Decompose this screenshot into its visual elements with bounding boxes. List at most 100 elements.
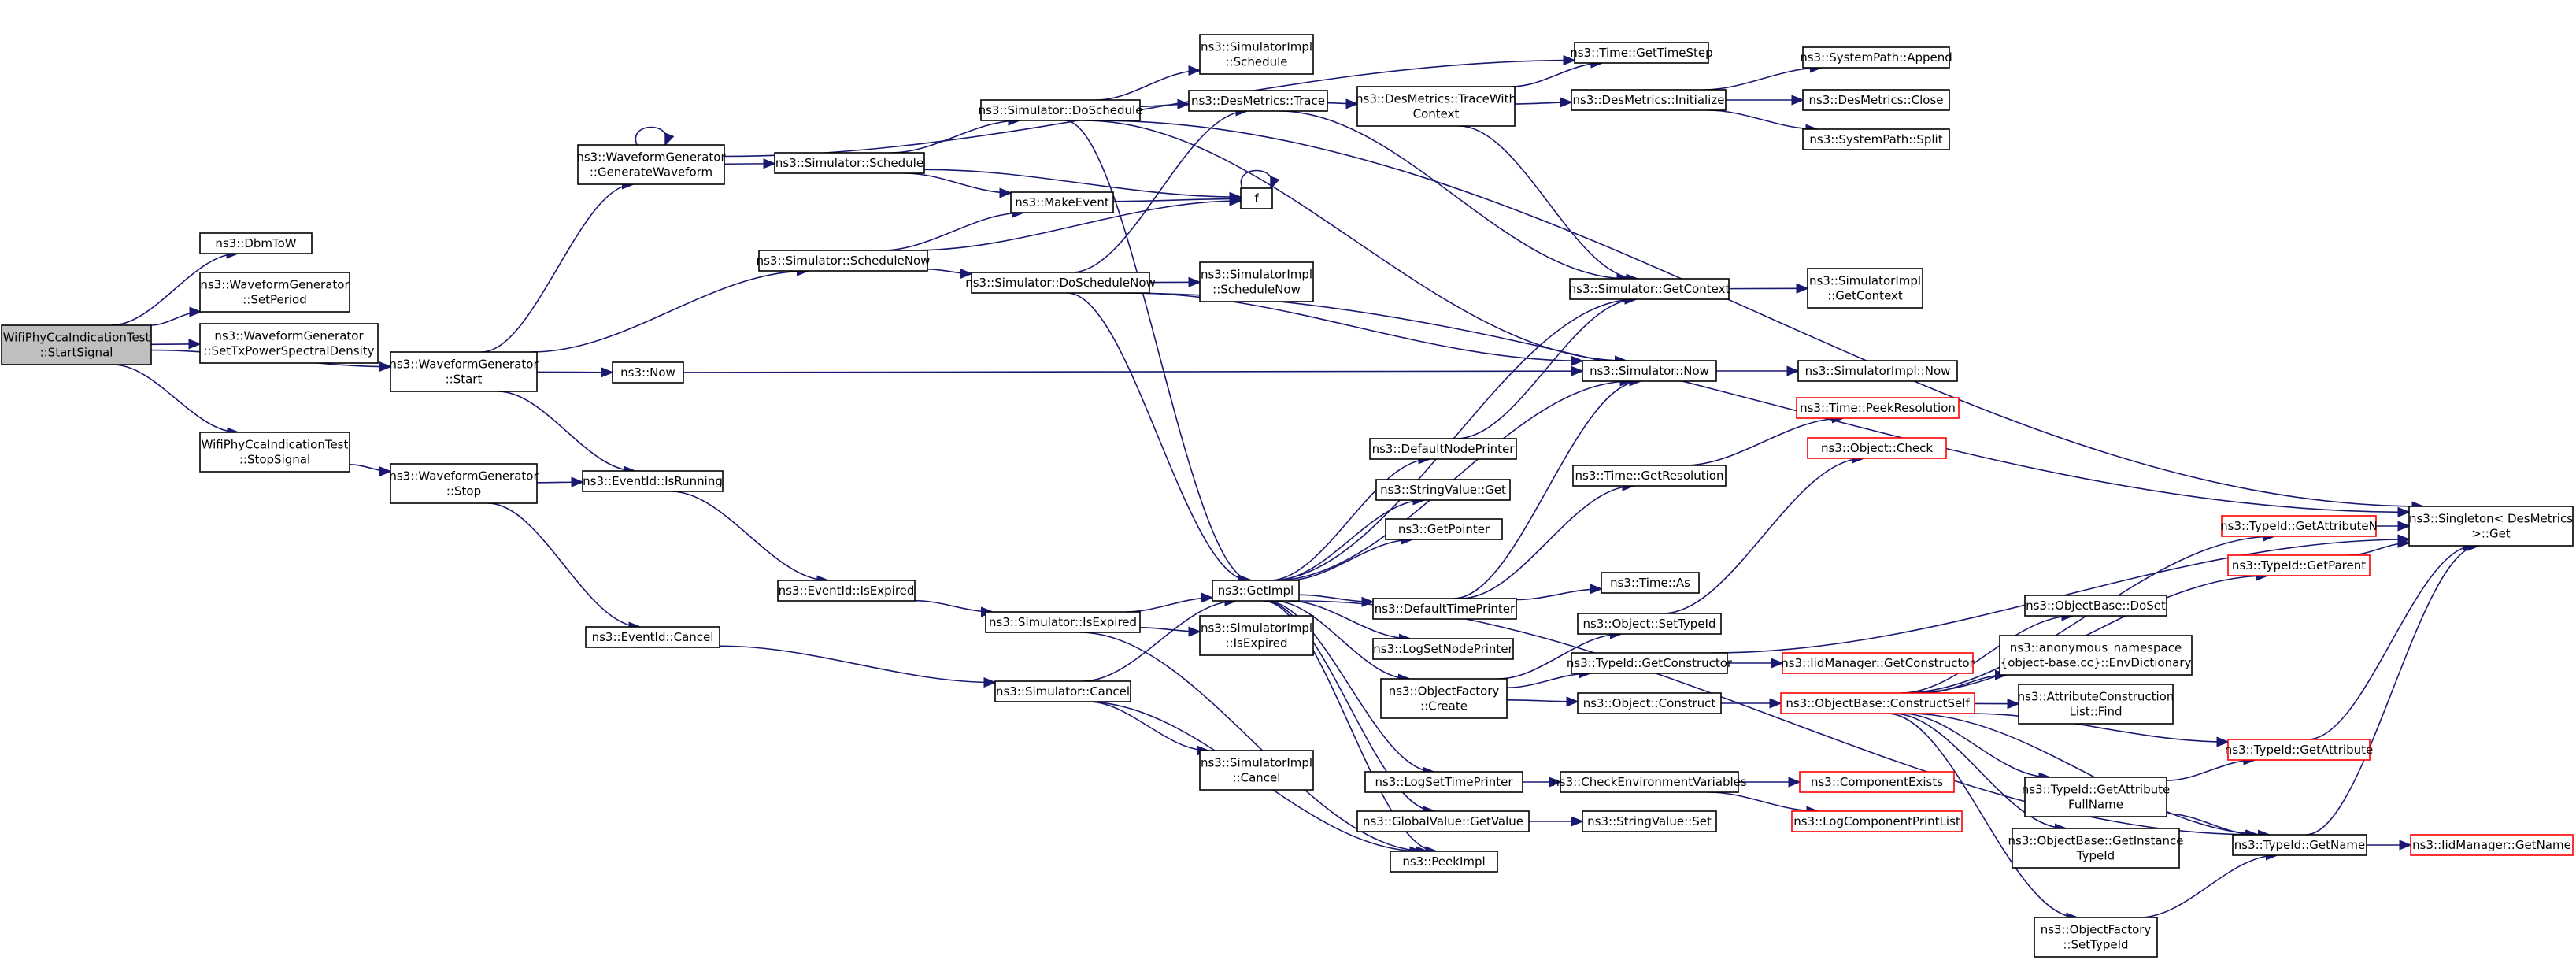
- node-box[interactable]: [612, 361, 684, 384]
- node-box[interactable]: [2221, 515, 2377, 537]
- node-compExists[interactable]: ns3::ComponentExists: [1799, 771, 1955, 793]
- node-logNodePrinter[interactable]: ns3::LogSetNodePrinter: [1372, 638, 1514, 660]
- node-box[interactable]: [1199, 34, 1314, 75]
- node-box[interactable]: [985, 611, 1141, 633]
- node-box[interactable]: [1780, 692, 1975, 714]
- node-wgStop[interactable]: ns3::WaveformGenerator::Stop: [389, 463, 539, 504]
- node-getImpl[interactable]: ns3::GetImpl: [1212, 580, 1300, 602]
- node-box[interactable]: [1385, 518, 1503, 540]
- node-box[interactable]: [577, 144, 725, 185]
- node-box[interactable]: [1807, 437, 1947, 459]
- node-box[interactable]: [2227, 739, 2371, 761]
- node-box[interactable]: [199, 272, 350, 313]
- node-simNow[interactable]: ns3::Simulator::Now: [1582, 360, 1717, 382]
- node-doScheduleNow[interactable]: ns3::Simulator::DoScheduleNow: [965, 272, 1156, 294]
- node-box[interactable]: [1802, 46, 1950, 69]
- node-impCancel[interactable]: ns3::SimulatorImpl::Cancel: [1199, 750, 1314, 791]
- node-box[interactable]: [1782, 652, 1974, 674]
- node-box[interactable]: [199, 432, 350, 473]
- node-strValGet[interactable]: ns3::StringValue::Get: [1375, 479, 1511, 501]
- node-box[interactable]: [1791, 810, 1963, 832]
- node-box[interactable]: [758, 250, 928, 272]
- node-box[interactable]: [582, 470, 724, 492]
- node-tidGetName[interactable]: ns3::TypeId::GetName: [2232, 834, 2367, 856]
- node-box[interactable]: [1799, 771, 1955, 793]
- node-wgStart[interactable]: ns3::WaveformGenerator::Start: [389, 351, 539, 392]
- node-box[interactable]: [2018, 684, 2174, 725]
- node-defTimePrinter[interactable]: ns3::DefaultTimePrinter: [1372, 598, 1517, 620]
- node-box[interactable]: [1380, 678, 1508, 719]
- node-box[interactable]: [994, 680, 1131, 702]
- node-box[interactable]: [1372, 638, 1514, 660]
- node-box[interactable]: [2232, 834, 2367, 856]
- node-objSetTypeId[interactable]: ns3::Object::SetTypeId: [1577, 613, 1722, 635]
- node-box[interactable]: [2024, 777, 2167, 817]
- node-sysSplit[interactable]: ns3::SystemPath::Split: [1802, 128, 1950, 150]
- node-impIsExpired[interactable]: ns3::SimulatorImpl::IsExpired: [1199, 615, 1314, 656]
- node-evCancel[interactable]: ns3::EventId::Cancel: [585, 626, 720, 648]
- node-f[interactable]: f: [1240, 187, 1273, 209]
- node-impNow[interactable]: ns3::SimulatorImpl::Now: [1797, 360, 1958, 382]
- node-ofSetTypeId[interactable]: ns3::ObjectFactory::SetTypeId: [2034, 917, 2158, 958]
- node-box[interactable]: [390, 463, 538, 504]
- node-box[interactable]: [1369, 438, 1517, 460]
- node-getPointer[interactable]: ns3::GetPointer: [1385, 518, 1503, 540]
- node-setPeriod[interactable]: ns3::WaveformGenerator::SetPeriod: [199, 272, 350, 313]
- node-isRunning[interactable]: ns3::EventId::IsRunning: [582, 470, 724, 492]
- node-objCheck[interactable]: ns3::Object::Check: [1807, 437, 1947, 459]
- node-tidGetCtor[interactable]: ns3::TypeId::GetConstructor: [1567, 652, 1733, 674]
- node-box[interactable]: [1802, 128, 1950, 150]
- node-setTxPsd[interactable]: ns3::WaveformGenerator::SetTxPowerSpectr…: [199, 323, 379, 364]
- node-startSignal[interactable]: WifiPhyCcaIndicationTest::StartSignal: [1, 324, 152, 365]
- node-box[interactable]: [1577, 692, 1722, 714]
- node-box[interactable]: [1240, 187, 1273, 209]
- node-box[interactable]: [1356, 810, 1530, 832]
- node-checkEnv[interactable]: ns3::CheckEnvironmentVariables: [1552, 771, 1747, 793]
- node-stopSignal[interactable]: WifiPhyCcaIndicationTest::StopSignal: [199, 432, 350, 473]
- node-box[interactable]: [2408, 506, 2574, 547]
- node-box[interactable]: [1010, 191, 1114, 213]
- node-box[interactable]: [1, 324, 152, 365]
- node-tidGetParent[interactable]: ns3::TypeId::GetParent: [2227, 554, 2371, 576]
- node-box[interactable]: [199, 232, 313, 254]
- node-objFactCreate[interactable]: ns3::ObjectFactory::Create: [1380, 678, 1508, 719]
- node-simSchedule[interactable]: ns3::Simulator::Schedule: [774, 152, 925, 174]
- node-iidGetCtor[interactable]: ns3::IidManager::GetConstructor: [1781, 652, 1975, 674]
- node-simIsExpired[interactable]: ns3::Simulator::IsExpired: [985, 611, 1141, 633]
- node-box[interactable]: [1199, 615, 1314, 656]
- node-box[interactable]: [390, 351, 538, 392]
- node-strValSet[interactable]: ns3::StringValue::Set: [1582, 810, 1717, 832]
- node-doSchedule[interactable]: ns3::Simulator::DoSchedule: [979, 99, 1143, 121]
- node-sysAppend[interactable]: ns3::SystemPath::Append: [1800, 46, 1952, 69]
- node-box[interactable]: [1582, 810, 1717, 832]
- node-timeAs[interactable]: ns3::Time::As: [1601, 572, 1700, 594]
- node-singletonGet[interactable]: ns3::Singleton< DesMetrics >::Get: [2408, 506, 2574, 547]
- node-box[interactable]: [585, 626, 720, 648]
- node-box[interactable]: [2227, 554, 2371, 576]
- node-box[interactable]: [1582, 360, 1717, 382]
- node-desInit[interactable]: ns3::DesMetrics::Initialize: [1571, 89, 1727, 111]
- node-box[interactable]: [1569, 278, 1730, 300]
- node-box[interactable]: [1560, 771, 1739, 793]
- node-box[interactable]: [1572, 465, 1727, 487]
- node-timeGetRes[interactable]: ns3::Time::GetResolution: [1572, 465, 1727, 487]
- node-box[interactable]: [1199, 750, 1314, 791]
- node-peekImpl[interactable]: ns3::PeekImpl: [1390, 851, 1498, 873]
- node-peekRes[interactable]: ns3::Time::PeekResolution: [1796, 397, 1960, 419]
- node-box[interactable]: [1797, 360, 1958, 382]
- node-box[interactable]: [2410, 834, 2574, 856]
- node-constructSelf[interactable]: ns3::ObjectBase::ConstructSelf: [1780, 692, 1975, 714]
- node-objConstruct[interactable]: ns3::Object::Construct: [1577, 692, 1722, 714]
- node-now[interactable]: ns3::Now: [612, 361, 684, 384]
- node-box[interactable]: [1375, 479, 1511, 501]
- node-box[interactable]: [1802, 89, 1950, 111]
- node-box[interactable]: [2012, 828, 2180, 869]
- node-impSchedule[interactable]: ns3::SimulatorImpl::Schedule: [1199, 34, 1314, 75]
- node-box[interactable]: [1212, 580, 1300, 602]
- node-objBaseDoSet[interactable]: ns3::ObjectBase::DoSet: [2024, 595, 2167, 617]
- node-timeGetTimeStep[interactable]: ns3::Time::GetTimeStep: [1570, 42, 1713, 64]
- node-box[interactable]: [1199, 261, 1314, 302]
